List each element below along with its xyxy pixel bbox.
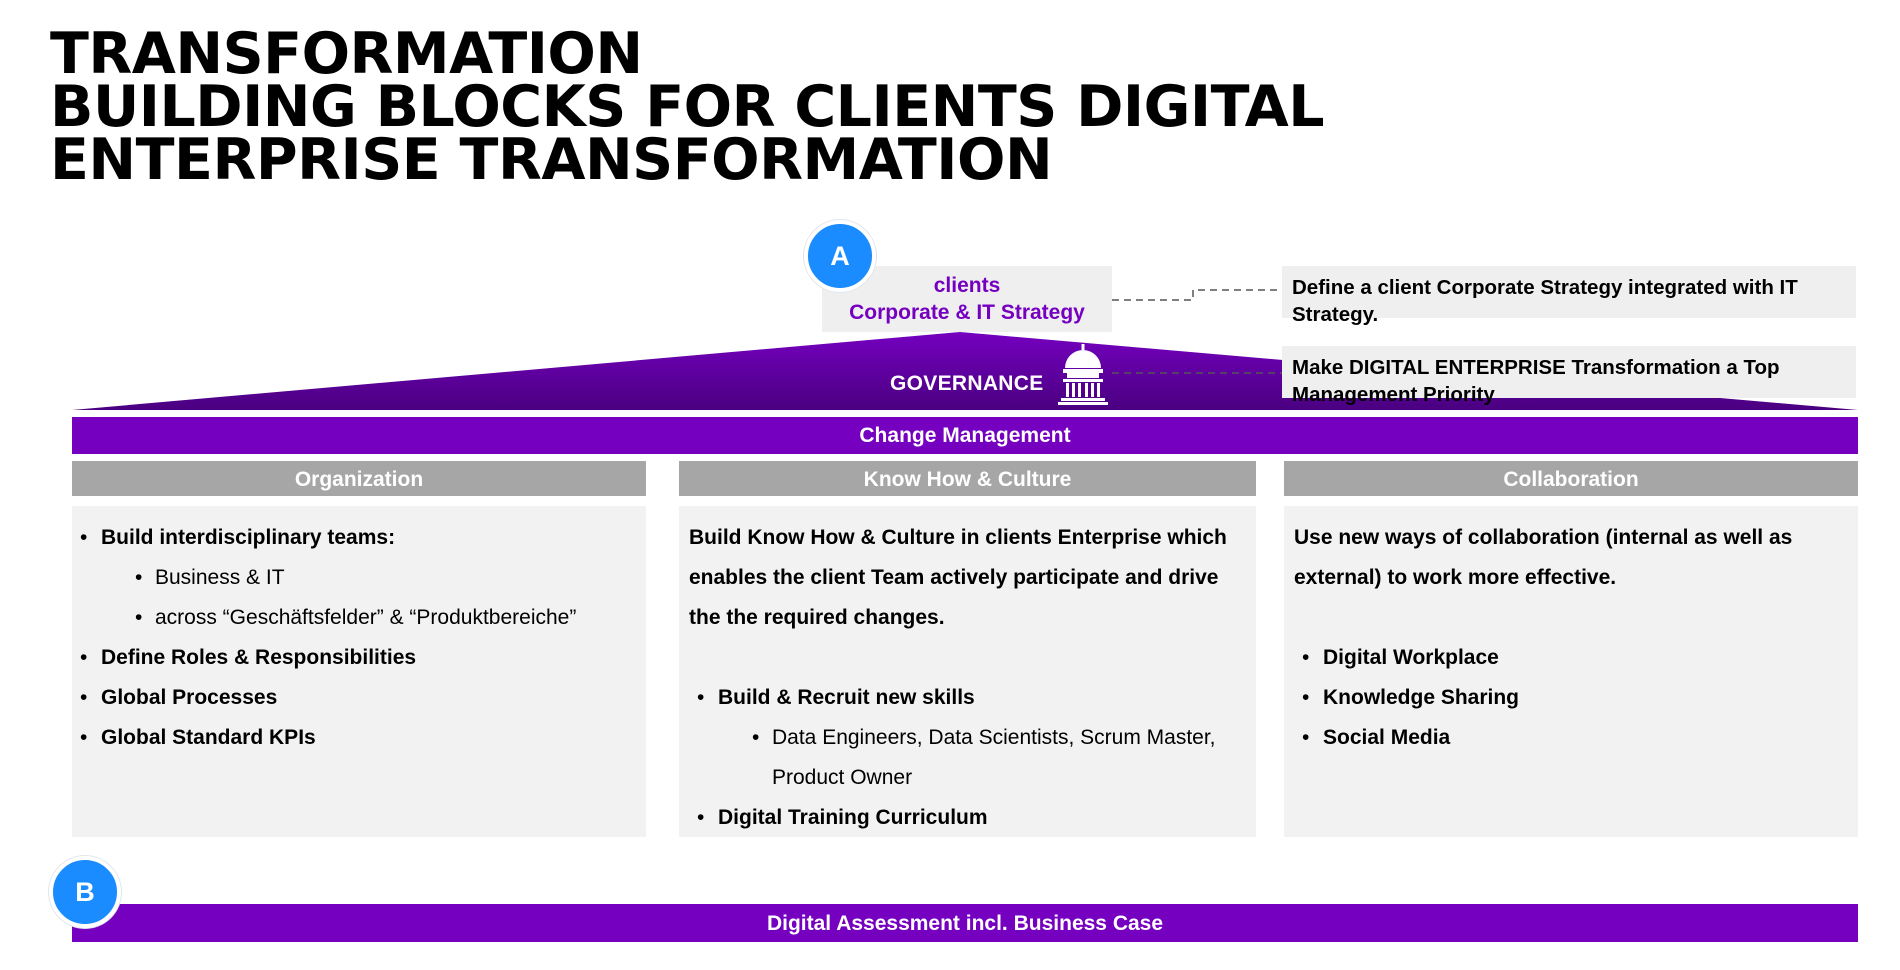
marker-b: B (49, 856, 121, 928)
sub-list-item: across “Geschäftsfelder” & “Produktberei… (72, 598, 636, 638)
list-item: Global Standard KPIs (72, 718, 636, 758)
title-line-1: TRANSFORMATION (50, 21, 643, 87)
column-header-collaboration: Collaboration (1284, 461, 1858, 496)
connector-line-1 (1112, 289, 1282, 301)
column-intro: Build Know How & Culture in clients Ente… (689, 526, 1227, 629)
list-item: Social Media (1294, 718, 1848, 758)
title-line-3: ENTERPRISE TRANSFORMATION (50, 127, 1053, 193)
page-title: TRANSFORMATION BUILDING BLOCKS FOR CLIEN… (50, 21, 1325, 193)
list-item: Digital Training Curriculum (689, 798, 1246, 838)
note-corporate-strategy: Define a client Corporate Strategy integ… (1282, 266, 1856, 326)
governance-label: GOVERNANCE (890, 372, 1044, 395)
marker-a: A (804, 220, 876, 292)
list-item: Build & Recruit new skills (689, 678, 1246, 718)
digital-assessment-bar: Digital Assessment incl. Business Case (72, 904, 1858, 942)
list-item: Global Processes (72, 678, 636, 718)
change-management-bar: Change Management (72, 417, 1858, 454)
capitol-building-icon (1058, 344, 1108, 405)
spacer (1294, 598, 1848, 638)
list-item: Build interdisciplinary teams: (72, 518, 636, 558)
note-management-priority: Make DIGITAL ENTERPRISE Transformation a… (1282, 346, 1856, 406)
strategy-line-1: clients (933, 274, 1001, 297)
corporate-it-strategy-box: clients Corporate & IT Strategy (822, 266, 1112, 332)
strategy-line-2: Corporate & IT Strategy (849, 301, 1085, 324)
spacer (689, 638, 1246, 678)
list-item: Digital Workplace (1294, 638, 1848, 678)
title-line-2: BUILDING BLOCKS FOR CLIENTS DIGITAL (50, 74, 1325, 140)
column-header-organization: Organization (72, 461, 646, 496)
column-body-collaboration: Use new ways of collaboration (internal … (1284, 506, 1858, 837)
column-body-organization: Build interdisciplinary teams: Business … (72, 506, 646, 837)
column-intro: Use new ways of collaboration (internal … (1294, 526, 1793, 589)
column-body-know-how: Build Know How & Culture in clients Ente… (679, 506, 1256, 838)
sub-list-item: Data Engineers, Data Scientists, Scrum M… (689, 718, 1246, 798)
sub-list-item: Business & IT (72, 558, 636, 598)
column-header-know-how: Know How & Culture (679, 461, 1256, 496)
list-item: Define Roles & Responsibilities (72, 638, 636, 678)
list-item: Knowledge Sharing (1294, 678, 1848, 718)
